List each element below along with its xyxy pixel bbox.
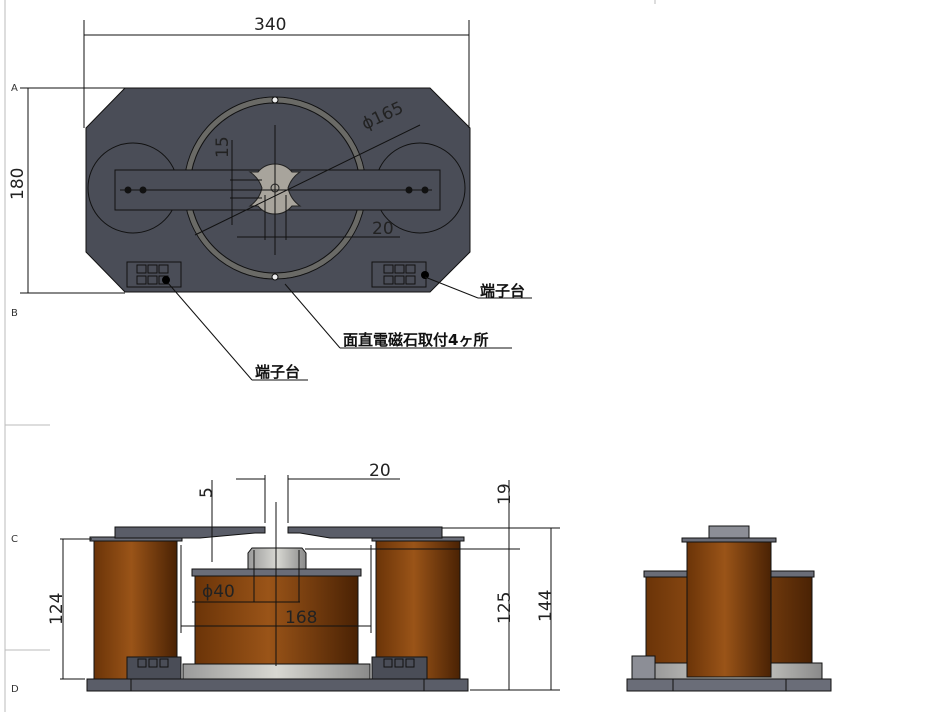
dim-gap-20: 20 (372, 219, 394, 239)
side-view (626, 525, 832, 692)
dim-total-144: 144 (536, 590, 556, 622)
front-terminal-right (371, 656, 428, 680)
bolt-holes (124, 186, 429, 194)
dim-coil-height-124: 124 (47, 593, 67, 625)
terminal-block-left (126, 261, 182, 288)
zone-c: C (11, 534, 18, 545)
dim-height-180: 180 (8, 168, 28, 200)
sheet-frame: A B C D (4, 0, 656, 712)
dim-plate-gap-5: 5 (197, 487, 217, 498)
dim-core-diameter-40: ϕ40 (202, 582, 235, 602)
front-terminal-left (126, 656, 182, 680)
front-view: 20 5 124 ϕ40 168 19 125 144 (47, 461, 560, 692)
dim-width-340: 340 (254, 15, 286, 35)
label-magnet-mount: 面直電磁石取付4ヶ所 (343, 331, 488, 349)
dim-plate-19: 19 (495, 483, 515, 505)
zone-b: B (11, 308, 18, 319)
top-view: 340 180 ϕ165 15 20 端子台 面直電磁石取付4ヶ所 端子台 (8, 15, 532, 381)
dim-gap-top-20: 20 (369, 461, 391, 481)
dim-center-125: 125 (495, 592, 515, 624)
dim-slot-15: 15 (213, 136, 233, 158)
label-terminal-left: 端子台 (255, 363, 300, 381)
dim-pitch-168: 168 (285, 608, 317, 628)
label-terminal-right: 端子台 (480, 282, 525, 300)
zone-a: A (11, 83, 18, 94)
zone-d: D (11, 684, 19, 695)
